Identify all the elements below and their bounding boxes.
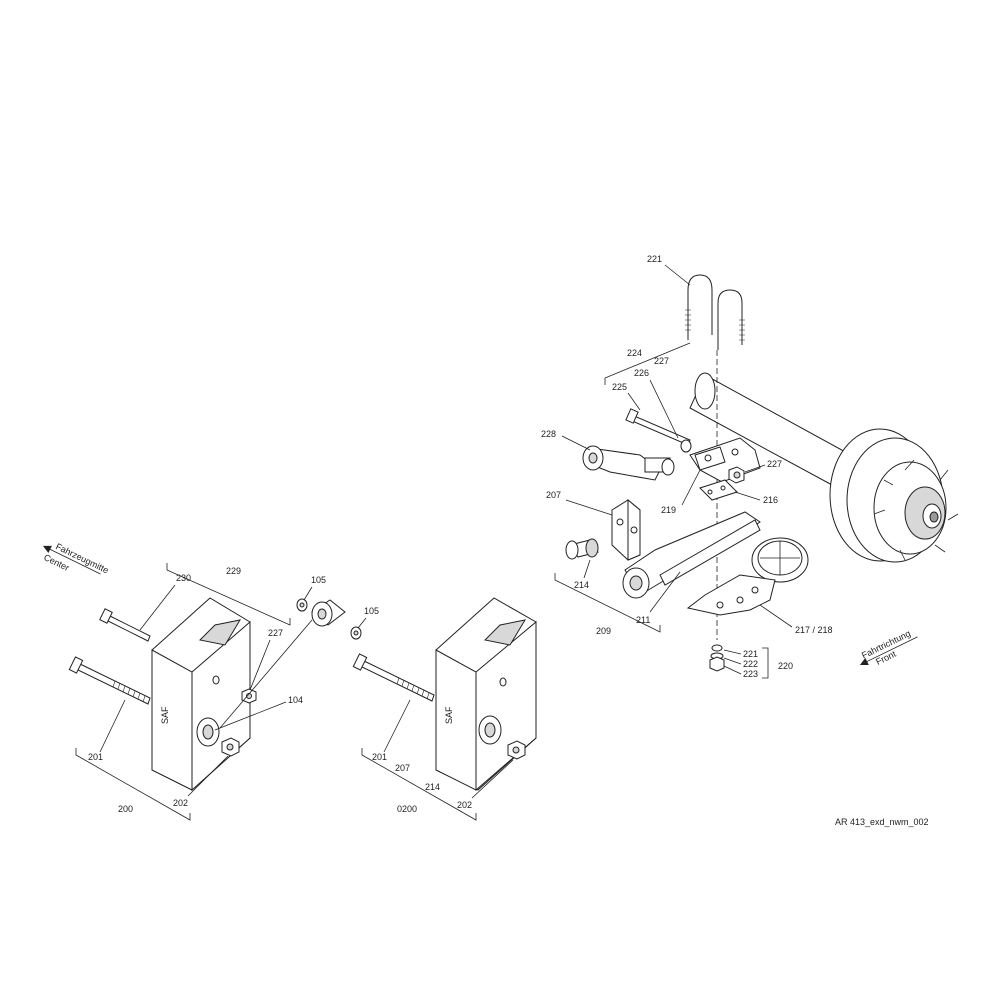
callout-center: Fahrzeugmitte Center: [42, 541, 110, 575]
label-227-a: 227: [654, 356, 669, 366]
label-227-c: 227: [268, 628, 283, 638]
callout-0200: 0200: [361, 748, 477, 821]
label-202-a: 202: [173, 798, 188, 808]
label-221-bot: 221: [743, 649, 758, 659]
trailing-arm-211: [622, 511, 761, 599]
bolt-225: [625, 408, 692, 453]
label-207-right: 207: [546, 490, 561, 500]
bushing-214-right: [565, 538, 599, 560]
top-plate-219: [689, 437, 761, 501]
nut-227-left: [241, 688, 257, 704]
shock-absorber-228: [582, 445, 675, 481]
callout-229: 229: [166, 563, 291, 626]
callout-104: 104: [214, 695, 303, 731]
callout-105-b: 105: [357, 606, 379, 629]
label-223: 223: [743, 669, 758, 679]
direction-front: Fahrtrichtung Front: [859, 628, 918, 667]
label-217-218: 217 / 218: [795, 625, 833, 635]
callout-201-middle: 201: [372, 699, 411, 762]
label-211: 211: [636, 615, 650, 625]
callout-214-middle: 214: [425, 782, 440, 792]
label-227-b: 227: [767, 459, 782, 469]
axle-tube: [689, 372, 861, 493]
label-229: 229: [226, 566, 241, 576]
label-230: 230: [176, 573, 191, 583]
callout-230: 230: [139, 573, 191, 631]
callout-211: 211: [636, 571, 681, 625]
arrow-left-icon-2: [42, 545, 52, 554]
label-219: 219: [661, 505, 676, 515]
callout-207-middle: 207: [395, 763, 410, 773]
label-216: 216: [763, 495, 778, 505]
callout-214-right: 214: [574, 559, 591, 590]
callout-220-group: 221 222 223 220: [723, 647, 793, 679]
label-220: 220: [778, 661, 793, 671]
brand-logo-left: SAF: [160, 706, 170, 724]
nut-stack-220: [709, 644, 725, 672]
callout-219: 219: [661, 469, 701, 515]
brake-drum: [829, 428, 959, 563]
callout-202-middle: 202: [457, 759, 514, 810]
callout-209: 209: [554, 573, 661, 636]
nut-202-middle: [507, 740, 526, 760]
label-214-right: 214: [574, 580, 589, 590]
label-207-mid: 207: [395, 763, 410, 773]
bolt-230: [99, 608, 151, 642]
label-105-a: 105: [311, 575, 326, 585]
washer-105-b: [350, 626, 362, 640]
nut-227-right: [728, 466, 745, 484]
label-201-a: 201: [88, 752, 103, 762]
u-bolt-221: [685, 274, 745, 350]
label-226: 226: [634, 368, 649, 378]
label-0200: 0200: [397, 804, 417, 814]
callout-221-top: 221: [647, 254, 691, 286]
callout-202-left: 202: [173, 755, 229, 808]
callout-228: 228: [541, 429, 591, 451]
callout-224-group: 224 227 226 225: [604, 342, 691, 439]
nut-202-left: [221, 737, 240, 757]
bushing-104: [311, 599, 346, 627]
air-spring-bracket-217-218: [686, 537, 809, 616]
arrow-left-icon: [859, 657, 869, 666]
callout-227-c: 227: [249, 628, 283, 691]
label-202-b: 202: [457, 800, 472, 810]
drawing-id: AR 413_exd_nwm_002: [835, 817, 929, 827]
callout-201-left: 201: [88, 699, 126, 762]
hanger-bracket-200: SAF: [151, 597, 251, 792]
callout-216: 216: [734, 491, 778, 505]
label-200: 200: [118, 804, 133, 814]
hanger-bracket-0200: SAF: [435, 597, 537, 792]
callout-200: 200: [75, 748, 191, 821]
callout-217-218: 217 / 218: [759, 604, 833, 635]
label-104: 104: [288, 695, 303, 705]
label-224: 224: [627, 348, 642, 358]
bolt-201-left: [68, 656, 151, 705]
brand-logo-middle: SAF: [444, 706, 454, 724]
callout-105-a: 105: [303, 575, 326, 601]
label-225: 225: [612, 382, 627, 392]
label-214-mid: 214: [425, 782, 440, 792]
label-201-b: 201: [372, 752, 387, 762]
bracket-207-right: [611, 498, 641, 561]
bolt-201-middle: [352, 653, 435, 702]
label-228: 228: [541, 429, 556, 439]
label-105-b: 105: [364, 606, 379, 616]
washer-105-a: [296, 598, 308, 612]
label-221-top: 221: [647, 254, 662, 264]
bushing-axis-line: [219, 619, 313, 729]
callout-207-right: 207: [546, 490, 613, 516]
label-222: 222: [743, 659, 758, 669]
callout-227-b: 227: [744, 459, 782, 473]
label-209: 209: [596, 626, 611, 636]
